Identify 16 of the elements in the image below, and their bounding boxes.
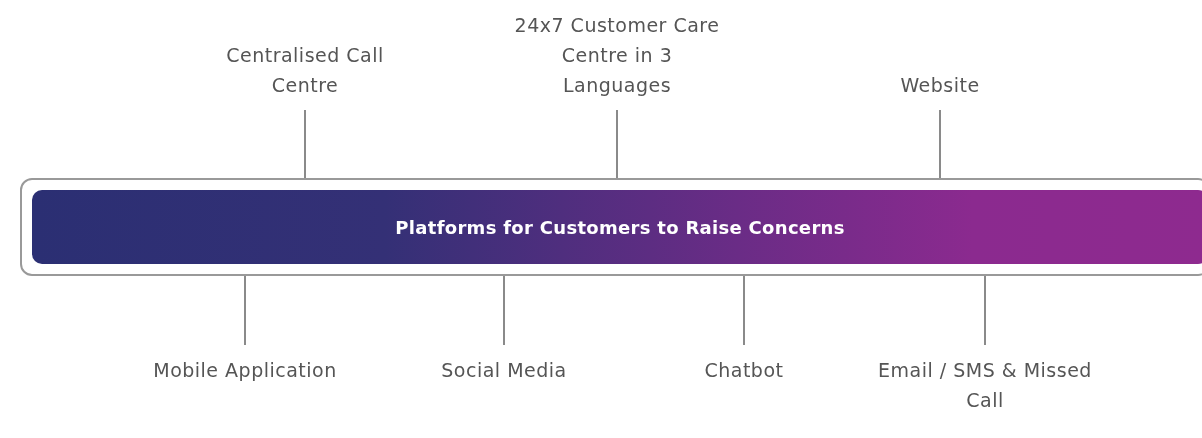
connector-line (304, 109, 306, 179)
platform-label: 24x7 Customer Care Centre in 3 Languages (507, 10, 727, 100)
platform-label: Chatbot (644, 355, 844, 385)
platform-label: Email / SMS & Missed Call (865, 355, 1105, 415)
connector-line (984, 275, 986, 346)
banner-title: Platforms for Customers to Raise Concerns (395, 216, 845, 238)
connector-line (244, 275, 246, 346)
connector-line (939, 109, 941, 179)
platform-label: Mobile Application (145, 355, 345, 385)
connector-line (743, 275, 745, 346)
platform-label: Social Media (404, 355, 604, 385)
platform-label: Centralised Call Centre (205, 40, 405, 100)
platform-label: Website (840, 70, 1040, 100)
banner-frame (20, 178, 1202, 276)
connector-line (616, 109, 618, 179)
connector-line (503, 275, 505, 346)
